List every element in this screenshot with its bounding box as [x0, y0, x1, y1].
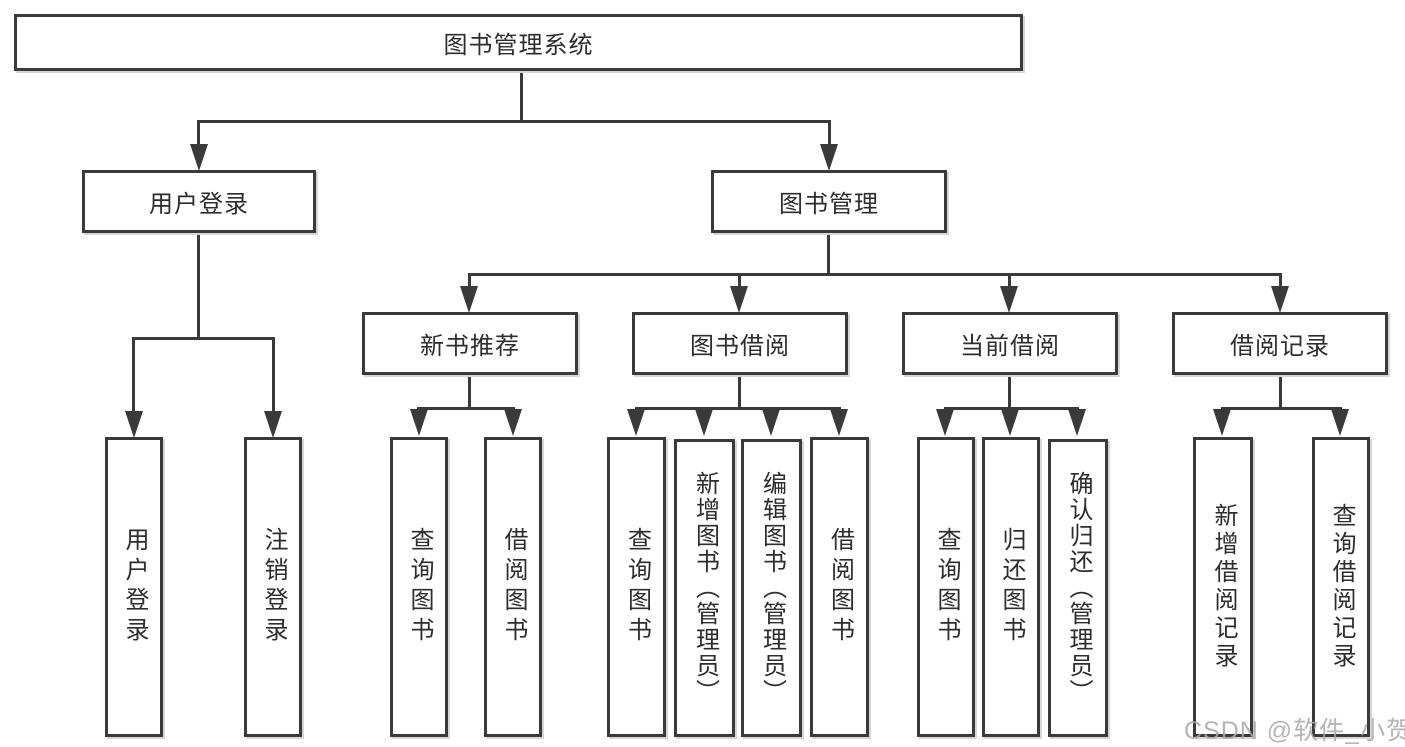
leaf-bb-add-books: 新增图书（管理员） — [674, 439, 735, 737]
arrowhead-book-mgmt — [820, 144, 838, 171]
node-borrow-records: 借阅记录 — [1172, 312, 1388, 375]
node-user-login: 用户登录 — [82, 170, 316, 233]
node-root-label: 图书管理系统 — [443, 32, 594, 59]
node-root: 图书管理系统 — [14, 14, 1023, 71]
arrowhead-bb-edit — [762, 409, 780, 436]
leaf-br-query-record-label: 查询借阅记录 — [1328, 503, 1355, 671]
connector-new-books-stub — [468, 375, 471, 410]
connector-drop-new-books — [468, 273, 471, 291]
leaf-bb-add-books-label: 新增图书（管理员） — [691, 471, 719, 705]
arrowhead-nb-borrow — [504, 409, 522, 436]
arrowhead-nb-query — [410, 409, 428, 436]
connector-book-mgmt-stub — [827, 233, 830, 276]
arrowhead-br-add — [1213, 409, 1231, 436]
leaf-cb-query-books-label: 查询图书 — [933, 527, 960, 647]
leaf-bb-query-books: 查询图书 — [607, 437, 666, 737]
arrowhead-bb-add — [695, 409, 713, 436]
node-book-borrow-label: 图书借阅 — [690, 333, 790, 360]
leaf-bb-query-books-label: 查询图书 — [623, 527, 651, 647]
connector-new-books-rail — [417, 407, 515, 410]
arrowhead-borrow-records — [1271, 286, 1289, 313]
leaf-nb-borrow-books-label: 借阅图书 — [500, 527, 527, 647]
leaf-br-query-record: 查询借阅记录 — [1312, 437, 1370, 737]
node-new-books-label: 新书推荐 — [420, 333, 520, 360]
connector-current-borrow-rail — [944, 407, 1079, 410]
arrowhead-leaf-logout — [264, 411, 282, 438]
leaf-cb-confirm-return: 确认归还（管理员） — [1048, 439, 1108, 737]
arrowhead-cb-confirm — [1068, 409, 1086, 436]
leaf-cb-confirm-return-label: 确认归还（管理员） — [1065, 471, 1092, 705]
leaf-logout-label: 注销登录 — [260, 527, 287, 647]
connector-book-borrow-stub — [738, 375, 741, 410]
node-book-mgmt-label: 图书管理 — [779, 191, 879, 218]
arrowhead-new-books — [460, 286, 478, 313]
leaf-nb-borrow-books: 借阅图书 — [484, 437, 542, 737]
connector-drop-borrow-records — [1279, 273, 1282, 291]
leaf-br-add-record-label: 新增借阅记录 — [1210, 503, 1237, 671]
connector-borrow-records-rail — [1221, 407, 1342, 410]
csdn-watermark: CSDN @软件_小贺同学 — [1184, 717, 1405, 745]
connector-level2-rail — [197, 120, 831, 123]
leaf-nb-query-books-label: 查询图书 — [406, 527, 433, 647]
connector-drop-book-mgmt — [828, 120, 831, 150]
connector-level3-rail — [468, 273, 1282, 276]
connector-root-stub — [520, 70, 523, 123]
node-new-books: 新书推荐 — [362, 312, 578, 375]
node-borrow-records-label: 借阅记录 — [1230, 333, 1330, 360]
connector-drop-leaf-logout — [272, 337, 275, 415]
connector-user-login-rail — [132, 337, 275, 340]
node-current-borrow-label: 当前借阅 — [960, 333, 1060, 360]
leaf-user-login: 用户登录 — [105, 437, 163, 737]
arrowhead-bb-borrow — [830, 409, 848, 436]
leaf-cb-query-books: 查询图书 — [917, 437, 975, 737]
leaf-bb-borrow-books: 借阅图书 — [810, 437, 869, 737]
leaf-bb-borrow-books-label: 借阅图书 — [826, 527, 854, 647]
connector-drop-book-borrow — [738, 273, 741, 291]
arrowhead-br-query — [1331, 409, 1349, 436]
leaf-bb-edit-books-label: 编辑图书（管理员） — [758, 471, 786, 705]
node-user-login-label: 用户登录 — [149, 191, 249, 218]
arrowhead-cb-return — [1001, 409, 1019, 436]
arrowhead-user-login — [190, 144, 208, 171]
arrowhead-bb-query — [627, 409, 645, 436]
leaf-bb-edit-books: 编辑图书（管理员） — [741, 439, 802, 737]
connector-book-borrow-rail — [635, 407, 841, 410]
node-current-borrow: 当前借阅 — [902, 312, 1118, 375]
arrowhead-leaf-user-login — [125, 411, 143, 438]
arrowhead-current-borrow — [1000, 286, 1018, 313]
connector-borrow-records-stub — [1279, 375, 1282, 410]
connector-drop-current-borrow — [1008, 273, 1011, 291]
connector-current-borrow-stub — [1008, 375, 1011, 410]
arrowhead-book-borrow — [730, 286, 748, 313]
leaf-cb-return-books-label: 归还图书 — [998, 527, 1025, 647]
node-book-mgmt: 图书管理 — [711, 170, 947, 233]
connector-drop-leaf-user-login — [132, 337, 135, 415]
node-book-borrow: 图书借阅 — [632, 312, 848, 375]
connector-user-login-stub — [197, 233, 200, 340]
arrowhead-cb-query — [936, 409, 954, 436]
connector-drop-user-login — [197, 120, 200, 150]
leaf-br-add-record: 新增借阅记录 — [1193, 437, 1253, 737]
leaf-logout: 注销登录 — [244, 437, 302, 737]
leaf-nb-query-books: 查询图书 — [390, 437, 448, 737]
leaf-user-login-label: 用户登录 — [121, 527, 148, 647]
leaf-cb-return-books: 归还图书 — [982, 437, 1040, 737]
